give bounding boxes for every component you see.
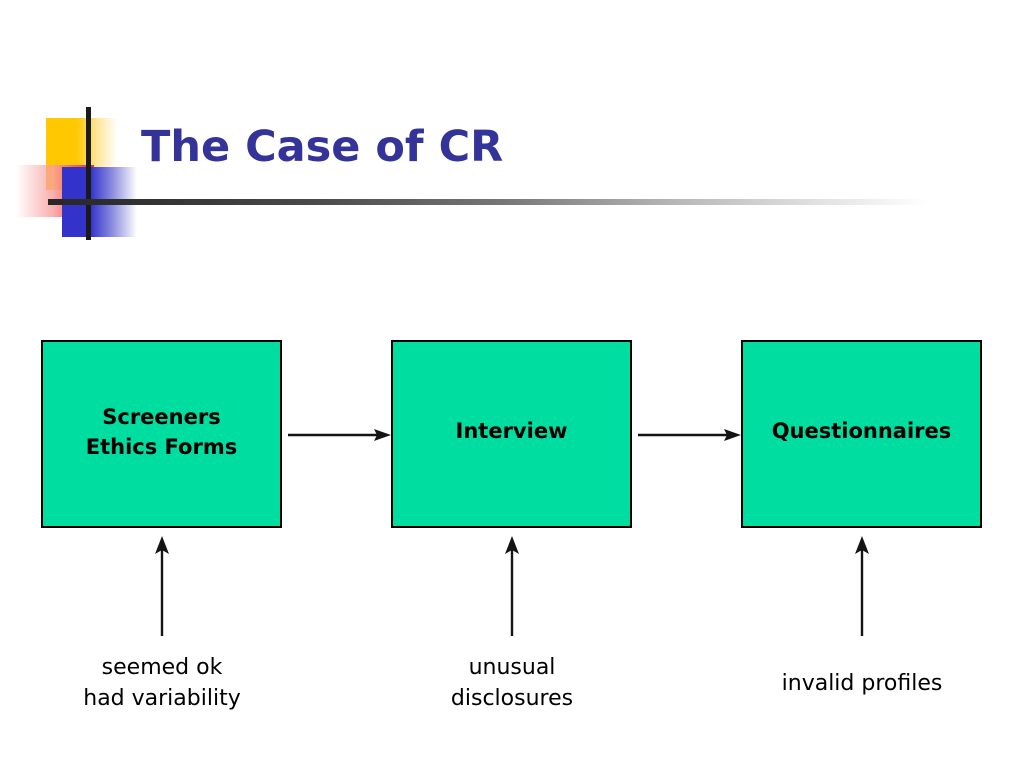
callout-arrow-up-icon	[855, 536, 869, 636]
horizontal-rule-decoration	[48, 199, 928, 205]
caption-interview-note: unusual disclosures	[450, 655, 574, 712]
process-box-screeners-ethics-forms[interactable]: Screeners Ethics Forms	[41, 340, 282, 528]
process-box-interview[interactable]: Interview	[391, 340, 632, 528]
process-box-label: Questionnaires	[771, 418, 952, 443]
callout-arrow-up-icon	[155, 536, 169, 636]
process-box-label: Interview	[455, 418, 568, 443]
flow-arrow-right-icon	[288, 429, 391, 441]
process-box-label: Screeners Ethics Forms	[85, 404, 238, 459]
page-title: The Case of CR	[141, 122, 504, 172]
caption-questionnaires-note: invalid profiles	[781, 671, 943, 696]
caption-screeners-note: seemed ok had variability	[83, 655, 241, 712]
vertical-bar-decoration	[86, 107, 91, 240]
callout-arrow-up-icon	[505, 536, 519, 636]
process-box-questionnaires[interactable]: Questionnaires	[741, 340, 982, 528]
flow-arrow-right-icon	[638, 429, 741, 441]
